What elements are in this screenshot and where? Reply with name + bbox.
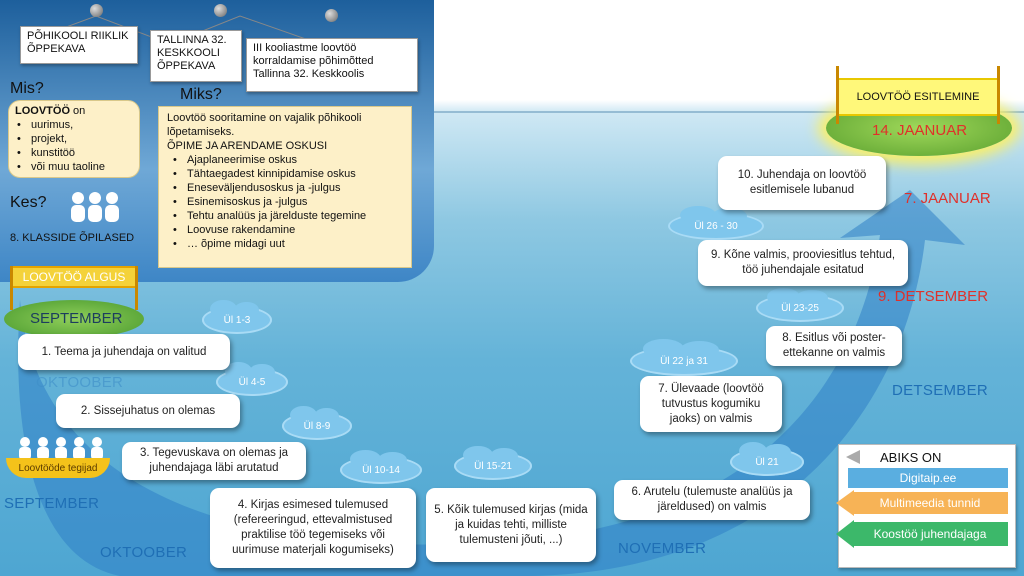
cloud-ul-21: Ül 21 [730, 441, 804, 476]
cloud-ul-22-31: Ül 22 ja 31 [630, 339, 738, 376]
step-2: 2. Sissejuhatus on olemas [56, 394, 240, 428]
help-arrow-grey-left [846, 450, 860, 464]
miks-item: Tehtu analüüs ja järelduste tegemine [173, 209, 403, 223]
help-item-digitaip: Digitaip.ee [848, 468, 1008, 488]
miks-heading: Miks? [180, 86, 222, 103]
miks-text1: Loovtöö sooritamine on vajalik põhikooli… [167, 112, 362, 138]
miks-item: Loovuse rakendamine [173, 223, 403, 237]
step-3: 3. Tegevuskava on olemas ja juhendajaga … [122, 442, 306, 480]
miks-item: Eneseväljendusoskus ja -julgus [173, 181, 403, 195]
month-oktoober: OKTOOBER [100, 544, 188, 561]
mis-item: kunstitöö [17, 146, 133, 160]
month-detsember: DETSEMBER [892, 382, 989, 399]
month-oktoober-faint: OKTOOBER [36, 374, 124, 391]
cloud-ul-15-21: Ül 15-21 [454, 445, 532, 480]
end-date: 14. JAANUAR [872, 122, 968, 139]
banner-post [997, 66, 1000, 124]
cloud-ul-10-14: Ül 10-14 [340, 449, 422, 484]
miks-item: Ajaplaneerimise oskus [173, 153, 403, 167]
step-6: 6. Arutelu (tulemuste analüüs ja järeldu… [614, 480, 810, 520]
start-month: SEPTEMBER [30, 310, 123, 327]
start-banner: LOOVTÖÖ ALGUS [10, 266, 138, 288]
miks-item: Esinemisoskus ja -julgus [173, 195, 403, 209]
month-september: SEPTEMBER [4, 495, 100, 512]
kes-heading: Kes? [10, 194, 47, 211]
sheet-curriculum: PÕHIKOOLI RIIKLIK ÕPPEKAVA [20, 26, 138, 64]
cloud-ul-23-25: Ül 23-25 [756, 287, 844, 322]
mis-intro-rest: on [70, 105, 86, 117]
cloud-ul-1-3: Ül 1-3 [202, 299, 272, 334]
cloud-ul-26-30: Ül 26 - 30 [668, 205, 764, 240]
miks-item: Tähtaegadest kinnipidamise oskus [173, 167, 403, 181]
pin [214, 4, 227, 17]
mis-item: projekt, [17, 132, 133, 146]
end-banner: LOOVTÖÖ ESITLEMINE [836, 78, 1000, 116]
step-5: 5. Kõik tulemused kirjas (mida ja kuidas… [426, 488, 596, 562]
step-4: 4. Kirjas esimesed tulemused (refereerin… [210, 488, 416, 568]
step-9: 9. Kõne valmis, prooviesitlus tehtud, tö… [698, 240, 908, 286]
miks-box: Loovtöö sooritamine on vajalik põhikooli… [158, 106, 412, 268]
help-item-multimedia: Multimeedia tunnid [852, 492, 1008, 514]
mis-item: uurimus, [17, 118, 133, 132]
banner-post [135, 266, 138, 310]
sheet-principles: III kooliastme loovtöö korraldamise põhi… [246, 38, 418, 92]
boat: Loovtööde tegijad [6, 458, 110, 478]
step-10: 10. Juhendaja on loovtöö esitlemisele lu… [718, 156, 886, 210]
month-november: NOVEMBER [618, 540, 707, 557]
boat-people-icon [16, 436, 112, 460]
help-arrow-green-left [836, 520, 854, 548]
help-title: ABIKS ON [880, 450, 942, 465]
miks-item: … õpime midagi uut [173, 237, 403, 251]
miks-text2: ÕPIME JA ARENDAME OSKUSI [167, 140, 328, 152]
pin [90, 4, 103, 17]
sheet-school-curriculum: TALLINNA 32. KESKKOOLI ÕPPEKAVA [150, 30, 242, 82]
deadline-jan7: 7. JAANUAR [904, 190, 991, 207]
help-arrow-orange-left [836, 490, 854, 516]
kes-label: 8. KLASSIDE ÕPILASED [10, 232, 135, 244]
start-island [4, 300, 144, 338]
mis-heading: Mis? [10, 80, 44, 97]
cloud-ul-4-5: Ül 4-5 [216, 361, 288, 396]
step-7: 7. Ülevaade (loovtöö tutvustus kogumiku … [640, 376, 782, 432]
mis-intro-bold: LOOVTÖÖ [15, 105, 70, 117]
banner-post [10, 266, 13, 310]
mis-box: LOOVTÖÖ on uurimus, projekt, kunstitöö v… [8, 100, 140, 178]
help-item-koostoo: Koostöö juhendajaga [852, 522, 1008, 546]
deadline-dec9: 9. DETSEMBER [878, 288, 989, 305]
banner-post [836, 66, 839, 124]
step-8: 8. Esitlus või poster-ettekanne on valmi… [766, 326, 902, 366]
students-icon [68, 190, 122, 224]
cloud-ul-8-9: Ül 8-9 [282, 405, 352, 440]
pin [325, 9, 338, 22]
mis-item: või muu taoline [17, 160, 133, 174]
step-1: 1. Teema ja juhendaja on valitud [18, 334, 230, 370]
